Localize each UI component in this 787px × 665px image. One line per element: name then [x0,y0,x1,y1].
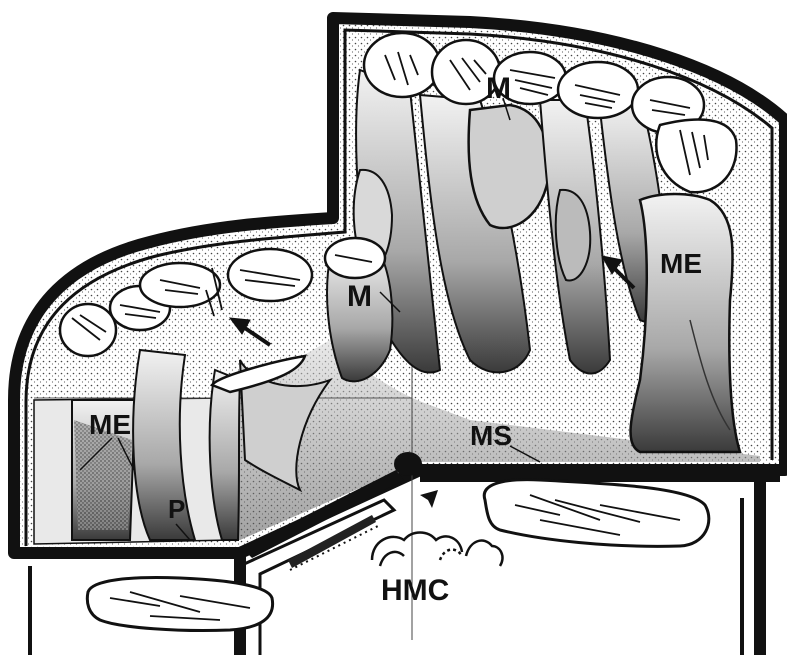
label-m-middle: M [347,280,372,313]
basal-mitochondrion-left [87,578,272,631]
label-me-left: ME [89,409,131,440]
label-m-top: M [486,72,511,105]
label-p: P [168,494,185,524]
label-ms: MS [470,420,512,451]
label-me-right: ME [660,248,702,279]
label-hmc: HMC [381,574,449,607]
hmc-cluster [372,533,502,567]
basal-mitochondrion-right [484,480,709,547]
